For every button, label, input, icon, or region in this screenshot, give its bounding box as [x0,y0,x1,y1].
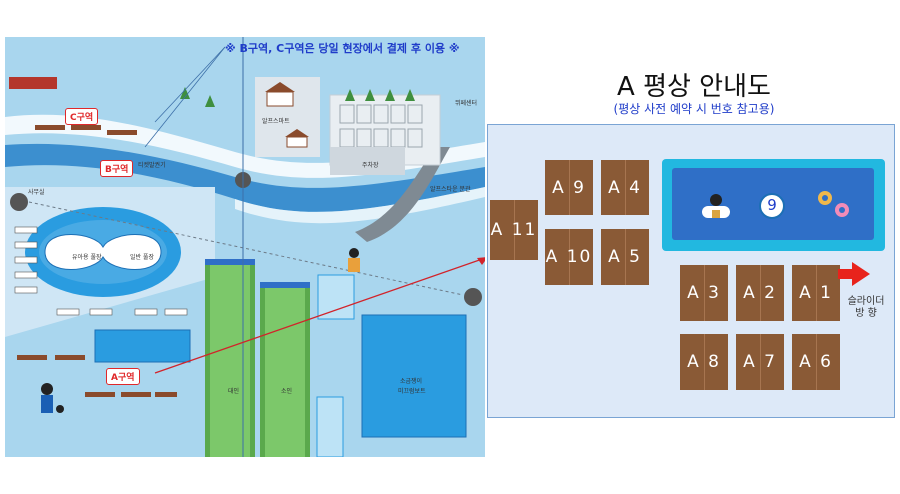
bench-a11[interactable]: A 11 [490,200,538,260]
inflatable-toy-icon [702,194,730,218]
bench-a6[interactable]: A 6 [792,334,840,390]
slide-direction-label: 슬라이더 방 향 [838,296,894,320]
pool-note-1: 소금쟁이 [400,378,423,385]
bench-a9[interactable]: A 9 [545,160,593,215]
pool-note-2: 미끄럼보트 [398,388,426,395]
office-label: 사무실 [28,189,45,196]
guide-title: A 평상 안내도 [617,72,771,102]
slide-lane-adult-label: 대인 [228,388,240,395]
guide-subtitle: (평상 사전 예약 시 번호 참고용) [613,102,775,116]
bench-a7[interactable]: A 7 [736,334,784,390]
facility-map [5,37,485,457]
bench-a2[interactable]: A 2 [736,265,784,321]
zone-a-label: A구역 [106,368,140,385]
slide-direction-arrow-icon [852,262,870,286]
pool-number: 9 [767,196,777,214]
zone-b-label: B구역 [100,160,134,177]
bench-a4[interactable]: A 4 [601,160,649,215]
alps-annex-label: 알프스타운 분관 [430,186,471,193]
zone-c-label: C구역 [65,108,99,125]
alps-shop-label: 알프스마트 [262,118,290,125]
slide-label-line1: 슬라이더 [847,296,885,307]
payment-notice: ※ B구역, C구역은 당일 현장에서 결제 후 이용 ※ [225,42,460,55]
infant-pool-label: 유아용 풀장 [72,254,102,261]
slide-direction-arrow-bar [838,269,854,279]
cafe-label: 뷔페센터 [455,100,478,107]
swim-ring-icon [818,191,849,217]
bench-a10[interactable]: A 10 [545,229,593,285]
parking-label: 주차장 [362,162,379,169]
map-illustration [5,37,485,457]
ticket-booth-label: 티켓발권기 [138,162,166,169]
general-pool-label: 일반 풀장 [130,254,154,261]
bench-a3[interactable]: A 3 [680,265,728,321]
bench-a1[interactable]: A 1 [792,265,840,321]
bench-a8[interactable]: A 8 [680,334,728,390]
pool-number-badge [759,193,785,219]
slide-lane-child-label: 소인 [281,388,293,395]
pool-icons [702,191,849,219]
slide-label-line2: 방 향 [855,308,877,319]
bench-a5[interactable]: A 5 [601,229,649,285]
